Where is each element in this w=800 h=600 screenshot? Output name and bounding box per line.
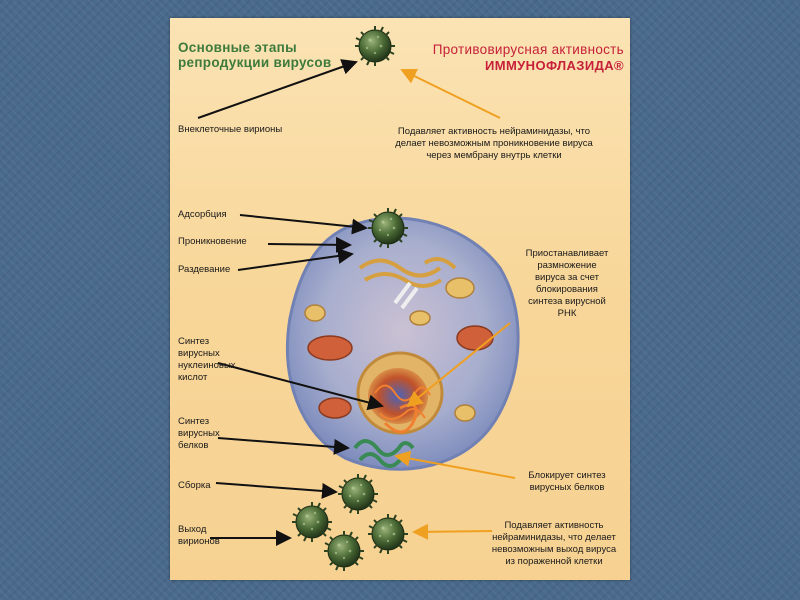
effect-rna-line-2: размножение [537, 260, 597, 271]
effect-exit-line-3: невозможным выход вируса [491, 544, 617, 555]
title-drug-name: ИММУНОФЛАЗИДА® [484, 58, 624, 73]
virus-release-2 [367, 513, 409, 555]
diagram-panel: Основные этапы репродукции вирусов Проти… [170, 18, 630, 580]
title-stages: Основные этапы репродукции вирусов [178, 40, 331, 70]
virus-assembly [337, 473, 379, 515]
title-stages-line-2: репродукции вирусов [178, 55, 332, 70]
effect-rna-line-3: вируса за счет [534, 272, 600, 283]
effect-entry-line-2: делает невозможным проникновение вируса [395, 138, 593, 149]
label-assembly: Сборка [178, 480, 211, 491]
effect-exit-line-4: из пораженной клетки [505, 556, 603, 567]
virus-release-1 [291, 501, 333, 543]
effect-rna-line-4: блокирования [536, 284, 598, 295]
label-protein-line-2: вирусных [178, 428, 220, 439]
effect-exit-line-2: нейраминидазы, что делает [492, 532, 616, 543]
effect-protein-block: Блокирует синтез вирусных белков [510, 470, 624, 494]
label-release: Выход вирионов [178, 524, 220, 548]
label-protein-line-1: Синтез [178, 416, 210, 427]
virus-replication-illustration [197, 25, 520, 572]
label-nucleic-line-2: вирусных [178, 348, 220, 359]
virus-release-3 [323, 530, 365, 572]
label-release-line-1: Выход [178, 524, 207, 535]
effect-exit-line-1: Подавляет активность [504, 520, 604, 531]
label-release-line-2: вирионов [178, 536, 220, 547]
virus-adsorbing [367, 207, 409, 249]
effect-protein-line-2: вирусных белков [529, 482, 605, 493]
title-activity: Противовирусная активность [432, 42, 624, 57]
label-adsorption: Адсорбция [178, 209, 227, 220]
label-nucleic-synthesis: Синтез вирусных нуклеиновых кислот [178, 336, 236, 384]
cell-illustration [286, 216, 520, 471]
label-extracellular: Внеклеточные вирионы [178, 124, 283, 135]
title-stages-line-1: Основные этапы [178, 40, 297, 55]
label-nucleic-line-1: Синтез [178, 336, 210, 347]
virus-top [354, 25, 396, 67]
label-nucleic-line-4: кислот [178, 372, 208, 383]
label-penetration: Проникновение [178, 236, 247, 247]
effect-rna-line-1: Приостанавливает [525, 248, 609, 259]
label-protein-synthesis: Синтез вирусных белков [178, 416, 220, 452]
effect-neuraminidase-entry: Подавляет активность нейраминидазы, что … [366, 126, 622, 162]
effect-neuraminidase-exit: Подавляет активность нейраминидазы, что … [484, 520, 624, 568]
effect-rna-line-6: РНК [557, 308, 577, 319]
effect-entry-line-1: Подавляет активность нейраминидазы, что [397, 126, 591, 137]
effect-rna-line-5: синтеза вирусной [528, 296, 606, 307]
label-nucleic-line-3: нуклеиновых [178, 360, 236, 371]
label-protein-line-3: белков [178, 440, 209, 451]
effect-protein-line-1: Блокирует синтез [528, 470, 606, 481]
effect-entry-line-3: через мембрану внутрь клетки [426, 150, 562, 161]
label-uncoating: Раздевание [178, 264, 231, 275]
effect-rna-block: Приостанавливает размножение вируса за с… [510, 248, 624, 320]
